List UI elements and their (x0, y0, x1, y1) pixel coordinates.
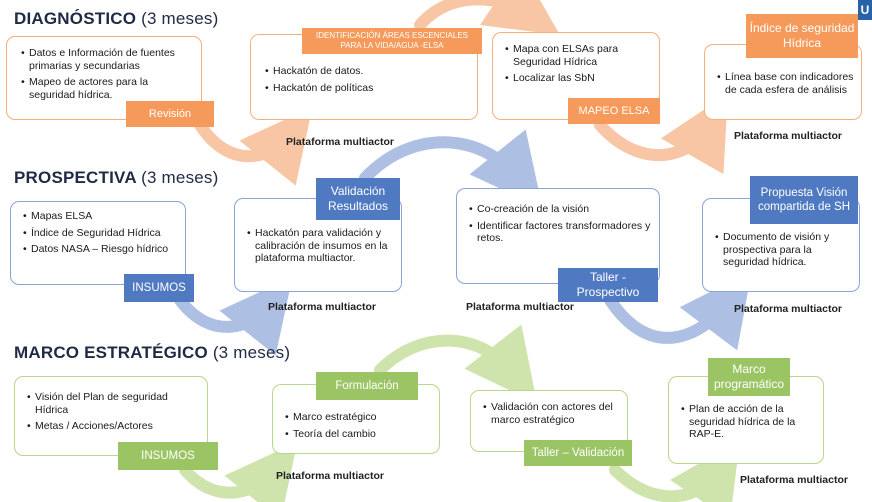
section-duration: (3 meses) (141, 168, 219, 187)
list-item: Marco estratégico (285, 411, 433, 424)
tag-revision: Revisión (126, 101, 214, 127)
list-item: Visión del Plan de seguridad Hídrica (27, 391, 201, 416)
arrow-row1-a (194, 106, 313, 186)
platform-label: Plataforma multiactor (740, 474, 848, 486)
list-item: Hackatón de datos. (265, 65, 471, 78)
list-item: Validación con actores del marco estraté… (483, 401, 621, 426)
tag-insumos: INSUMOS (118, 442, 218, 470)
list-item: Teoría del cambio (285, 428, 433, 441)
platform-label: Plataforma multiactor (268, 301, 376, 313)
prosp-box-1: Mapas ELSA Índice de Seguridad Hídrica D… (10, 201, 186, 285)
list-item: Línea base con indicadores de cada esfer… (717, 71, 857, 96)
diag-box-1: Datos e Información de fuentes primarias… (6, 36, 202, 120)
arrow-row2-a (174, 276, 293, 356)
list-item: Índice de Seguridad Hídrica (23, 227, 179, 240)
list-item: Identificar factores transformadores y r… (469, 220, 653, 245)
tag-marco-programatico: Marco programático (708, 358, 790, 396)
section-title-diagnostico: DIAGNÓSTICO (3 meses) (14, 9, 218, 29)
list-item: Mapas ELSA (23, 210, 179, 223)
tag-indice-seguridad: Índice de seguridad Hídrica (746, 14, 858, 58)
list-item: Documento de visión y prospectiva para l… (715, 231, 855, 269)
section-title-text: PROSPECTIVA (14, 168, 137, 187)
tag-formulacion: Formulación (316, 372, 418, 400)
arrow-row2-b (359, 129, 543, 209)
section-duration: (3 meses) (212, 343, 291, 362)
arrow-row1-c (594, 93, 728, 175)
section-title-marco: MARCO ESTRATÉGICO (3 meses) (14, 343, 290, 363)
logo-corner-icon: U (858, 0, 872, 20)
arrow-row3-a (179, 441, 298, 502)
list-item: Hackatón para validación y calibración d… (247, 227, 395, 265)
platform-label: Plataforma multiactor (276, 470, 384, 482)
list-item: Datos e Información de fuentes primarias… (21, 47, 195, 72)
section-title-prospectiva: PROSPECTIVA (3 meses) (14, 168, 218, 188)
platform-label: Plataforma multiactor (734, 303, 842, 315)
list-item: Mapa con ELSAs para Seguridad Hídrica (505, 43, 653, 68)
list-item: Mapeo de actores para la seguridad hídri… (21, 76, 195, 101)
section-title-text: MARCO ESTRATÉGICO (14, 343, 208, 362)
list-item: Plan de acción de la seguridad hídrica d… (681, 403, 819, 441)
section-duration: (3 meses) (141, 9, 219, 28)
tag-taller-validacion: Taller – Validación (524, 440, 632, 466)
list-item: Co-creación de la visión (469, 203, 653, 216)
tag-validacion-resultados: Validación Resultados (316, 178, 400, 220)
tag-insumos: INSUMOS (124, 274, 194, 302)
platform-label: Plataforma multiactor (466, 301, 574, 313)
tag-propuesta-vision: Propuesta Visión compartida de SH (750, 176, 858, 224)
arrow-row3-c (609, 440, 740, 502)
platform-label: Plataforma multiactor (734, 130, 842, 142)
section-title-text: DIAGNÓSTICO (14, 9, 137, 28)
list-item: Hackatón de políticas (265, 82, 471, 95)
arrow-row3-b (374, 324, 538, 404)
tag-taller-prospectivo: Taller - Prospectivo (558, 268, 658, 302)
tag-identificacion-elsa: IDENTIFICACIÓN ÁREAS ESCENCIALES PARA LA… (302, 28, 482, 54)
platform-label: Plataforma multiactor (286, 136, 394, 148)
list-item: Datos NASA – Riesgo hídrico (23, 243, 179, 256)
list-item: Localizar las SbN (505, 72, 653, 85)
arrow-row1-b (414, 0, 560, 35)
list-item: Metas / Acciones/Actores (27, 420, 201, 433)
arrow-row2-c (604, 271, 752, 351)
tag-mapeo-elsa: MAPEO ELSA (568, 98, 660, 124)
